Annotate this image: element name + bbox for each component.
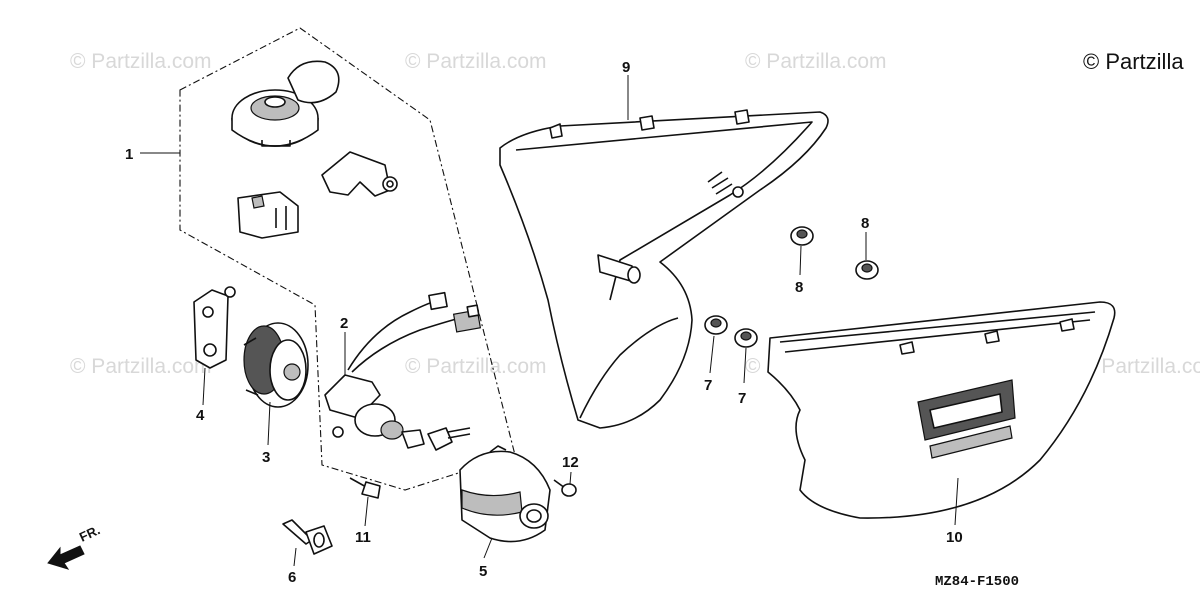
- callout-3: 3: [262, 449, 270, 466]
- watermark: © Partzilla.com: [70, 355, 212, 378]
- watermark: © Partzilla.com: [1080, 355, 1200, 378]
- ignition-cap-part: [231, 60, 340, 147]
- switch-cover-part-5: [459, 445, 551, 543]
- grommet-part-8a: [790, 226, 814, 246]
- callout-8a: 8: [795, 279, 803, 296]
- grommet-part-7a: [704, 315, 728, 335]
- callout-9: 9: [622, 59, 630, 76]
- watermark: © Partzilla.com: [70, 50, 212, 73]
- callout-12: 12: [562, 454, 579, 471]
- screw-part-12: [553, 479, 577, 497]
- switch-bracket-part: [321, 151, 398, 197]
- side-cover-part-10: [767, 301, 1116, 519]
- callout-5: 5: [479, 563, 487, 580]
- callout-11: 11: [355, 529, 371, 546]
- diagram-code: MZ84-F1500: [935, 574, 1019, 590]
- grommet-part-8b: [855, 260, 879, 280]
- watermark: © Partzilla.com: [745, 50, 887, 73]
- front-arrow-icon: [47, 545, 85, 570]
- grommet-part-7b: [734, 328, 758, 348]
- key-part-6: [282, 519, 333, 555]
- leader-lines: [140, 75, 959, 567]
- front-label: FR.: [77, 522, 102, 544]
- callout-7a: 7: [704, 377, 712, 394]
- callout-1: 1: [125, 146, 133, 163]
- bolt-part-11: [349, 477, 381, 499]
- callout-6: 6: [288, 569, 296, 586]
- side-cover-part-9: [499, 109, 829, 429]
- watermark: © Partzilla.com: [405, 355, 547, 378]
- assembly-outline: [179, 27, 516, 491]
- switch-rotor-part-3: [243, 322, 309, 408]
- clip-part: [237, 191, 299, 239]
- callout-7b: 7: [738, 390, 746, 407]
- plate-part-4: [193, 286, 236, 369]
- callout-4: 4: [196, 407, 205, 424]
- callout-8b: 8: [861, 215, 869, 232]
- callout-2: 2: [340, 315, 348, 332]
- copyright-notice: © Partzilla: [1083, 49, 1184, 74]
- callout-10: 10: [946, 529, 963, 546]
- watermark: © Partzilla.com: [405, 50, 547, 73]
- front-direction-indicator: FR.: [47, 522, 102, 570]
